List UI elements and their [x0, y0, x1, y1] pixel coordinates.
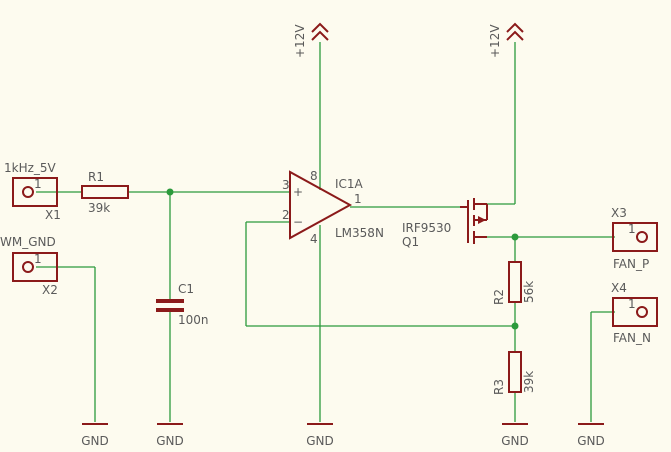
junction-dot [511, 233, 519, 241]
connector-x2: 1 WM_GND X2 [0, 235, 58, 297]
x1-pin: 1 [34, 177, 42, 191]
r2-value: 56k [522, 281, 536, 303]
x3-name: X3 [611, 206, 627, 220]
c1-value: 100n [178, 313, 209, 327]
gnd-label: GND [577, 434, 605, 448]
gnd-symbol-2: GND [156, 423, 184, 448]
opamp-pin4: 4 [310, 232, 318, 246]
supply-opamp: +12V [293, 22, 329, 58]
junctions [166, 188, 519, 330]
resistor-r2: R2 56k [492, 261, 536, 305]
r1-name: R1 [88, 170, 104, 184]
x4-pin: 1 [628, 297, 636, 311]
x3-pin: 1 [628, 222, 636, 236]
opamp-pin3: 3 [282, 178, 290, 192]
r3-value: 39k [522, 371, 536, 393]
q1-name: Q1 [402, 235, 419, 249]
opamp-pin8: 8 [310, 169, 318, 183]
supply-fet-label: +12V [488, 24, 502, 58]
x1-name: X1 [45, 208, 61, 222]
opamp-minus-sign: − [293, 215, 303, 229]
wires [36, 42, 615, 422]
connector-x1: 1 1kHz_5V X1 [4, 161, 61, 222]
x4-name: X4 [611, 281, 627, 295]
opamp-plus-sign: + [293, 185, 303, 199]
x1-net: 1kHz_5V [4, 161, 57, 175]
gnd-label: GND [306, 434, 334, 448]
c1-name: C1 [178, 282, 194, 296]
resistor-r3: R3 39k [492, 351, 536, 395]
opamp-name: IC1A [335, 177, 364, 191]
supply-opamp-label: +12V [293, 24, 307, 58]
r1-value: 39k [88, 201, 110, 215]
mosfet-q1: IRF9530 Q1 [402, 198, 488, 249]
connector-x4: 1 X4 FAN_N [611, 281, 658, 345]
opamp-ic1a: + − 3 2 8 4 1 IC1A LM358N [282, 169, 384, 246]
opamp-value: LM358N [335, 226, 384, 240]
gnd-symbol-3: GND [306, 423, 334, 448]
supply-fet: +12V [488, 22, 524, 58]
capacitor-c1: C1 100n [156, 282, 209, 327]
gnd-label: GND [501, 434, 529, 448]
x2-net: WM_GND [0, 235, 56, 249]
r2-name: R2 [492, 289, 506, 305]
connector-x3: 1 X3 FAN_P [611, 206, 658, 271]
gnd-symbol-5: GND [577, 423, 605, 448]
opamp-pin2: 2 [282, 208, 290, 222]
gnd-label: GND [156, 434, 184, 448]
gnd-symbol-1: GND [81, 423, 109, 448]
gnd-symbol-4: GND [501, 423, 529, 448]
x2-pin: 1 [34, 252, 42, 266]
q1-value: IRF9530 [402, 221, 451, 235]
junction-dot [166, 188, 174, 196]
opamp-pin1: 1 [354, 192, 362, 206]
r3-name: R3 [492, 379, 506, 395]
junction-dot [511, 322, 519, 330]
gnd-label: GND [81, 434, 109, 448]
x2-name: X2 [42, 283, 58, 297]
x4-net: FAN_N [613, 331, 651, 345]
x3-net: FAN_P [613, 257, 649, 271]
resistor-r1: R1 39k [81, 170, 129, 215]
